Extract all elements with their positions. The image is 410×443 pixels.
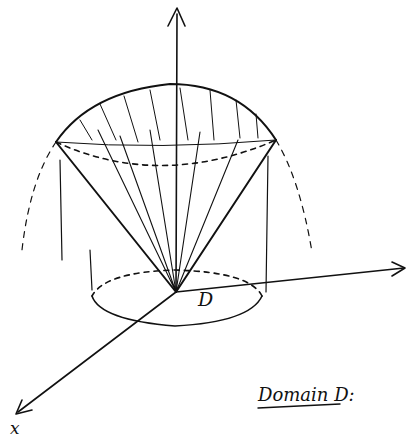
cap-rim-back <box>56 140 276 146</box>
axis-arrowhead <box>168 8 185 26</box>
z-axis <box>176 14 177 292</box>
outer-curve <box>22 142 56 250</box>
outer-curve <box>276 140 312 252</box>
axis-arrowhead <box>392 262 405 276</box>
domain-disk <box>92 296 262 326</box>
cap-front <box>56 84 276 142</box>
cone-line <box>176 140 276 292</box>
domain-heading: Domain D: <box>258 386 355 404</box>
x-axis <box>18 292 176 412</box>
cone-line <box>56 142 176 292</box>
axis-arrowhead <box>16 400 32 414</box>
y-axis <box>176 268 404 292</box>
title-underline <box>258 404 340 408</box>
cap-hatching <box>80 88 258 142</box>
axis-label: x <box>10 420 20 437</box>
cone-hatching <box>98 130 238 292</box>
region-label: D <box>198 290 213 309</box>
cap-rim <box>56 140 276 166</box>
cylinder-wall <box>60 156 268 292</box>
